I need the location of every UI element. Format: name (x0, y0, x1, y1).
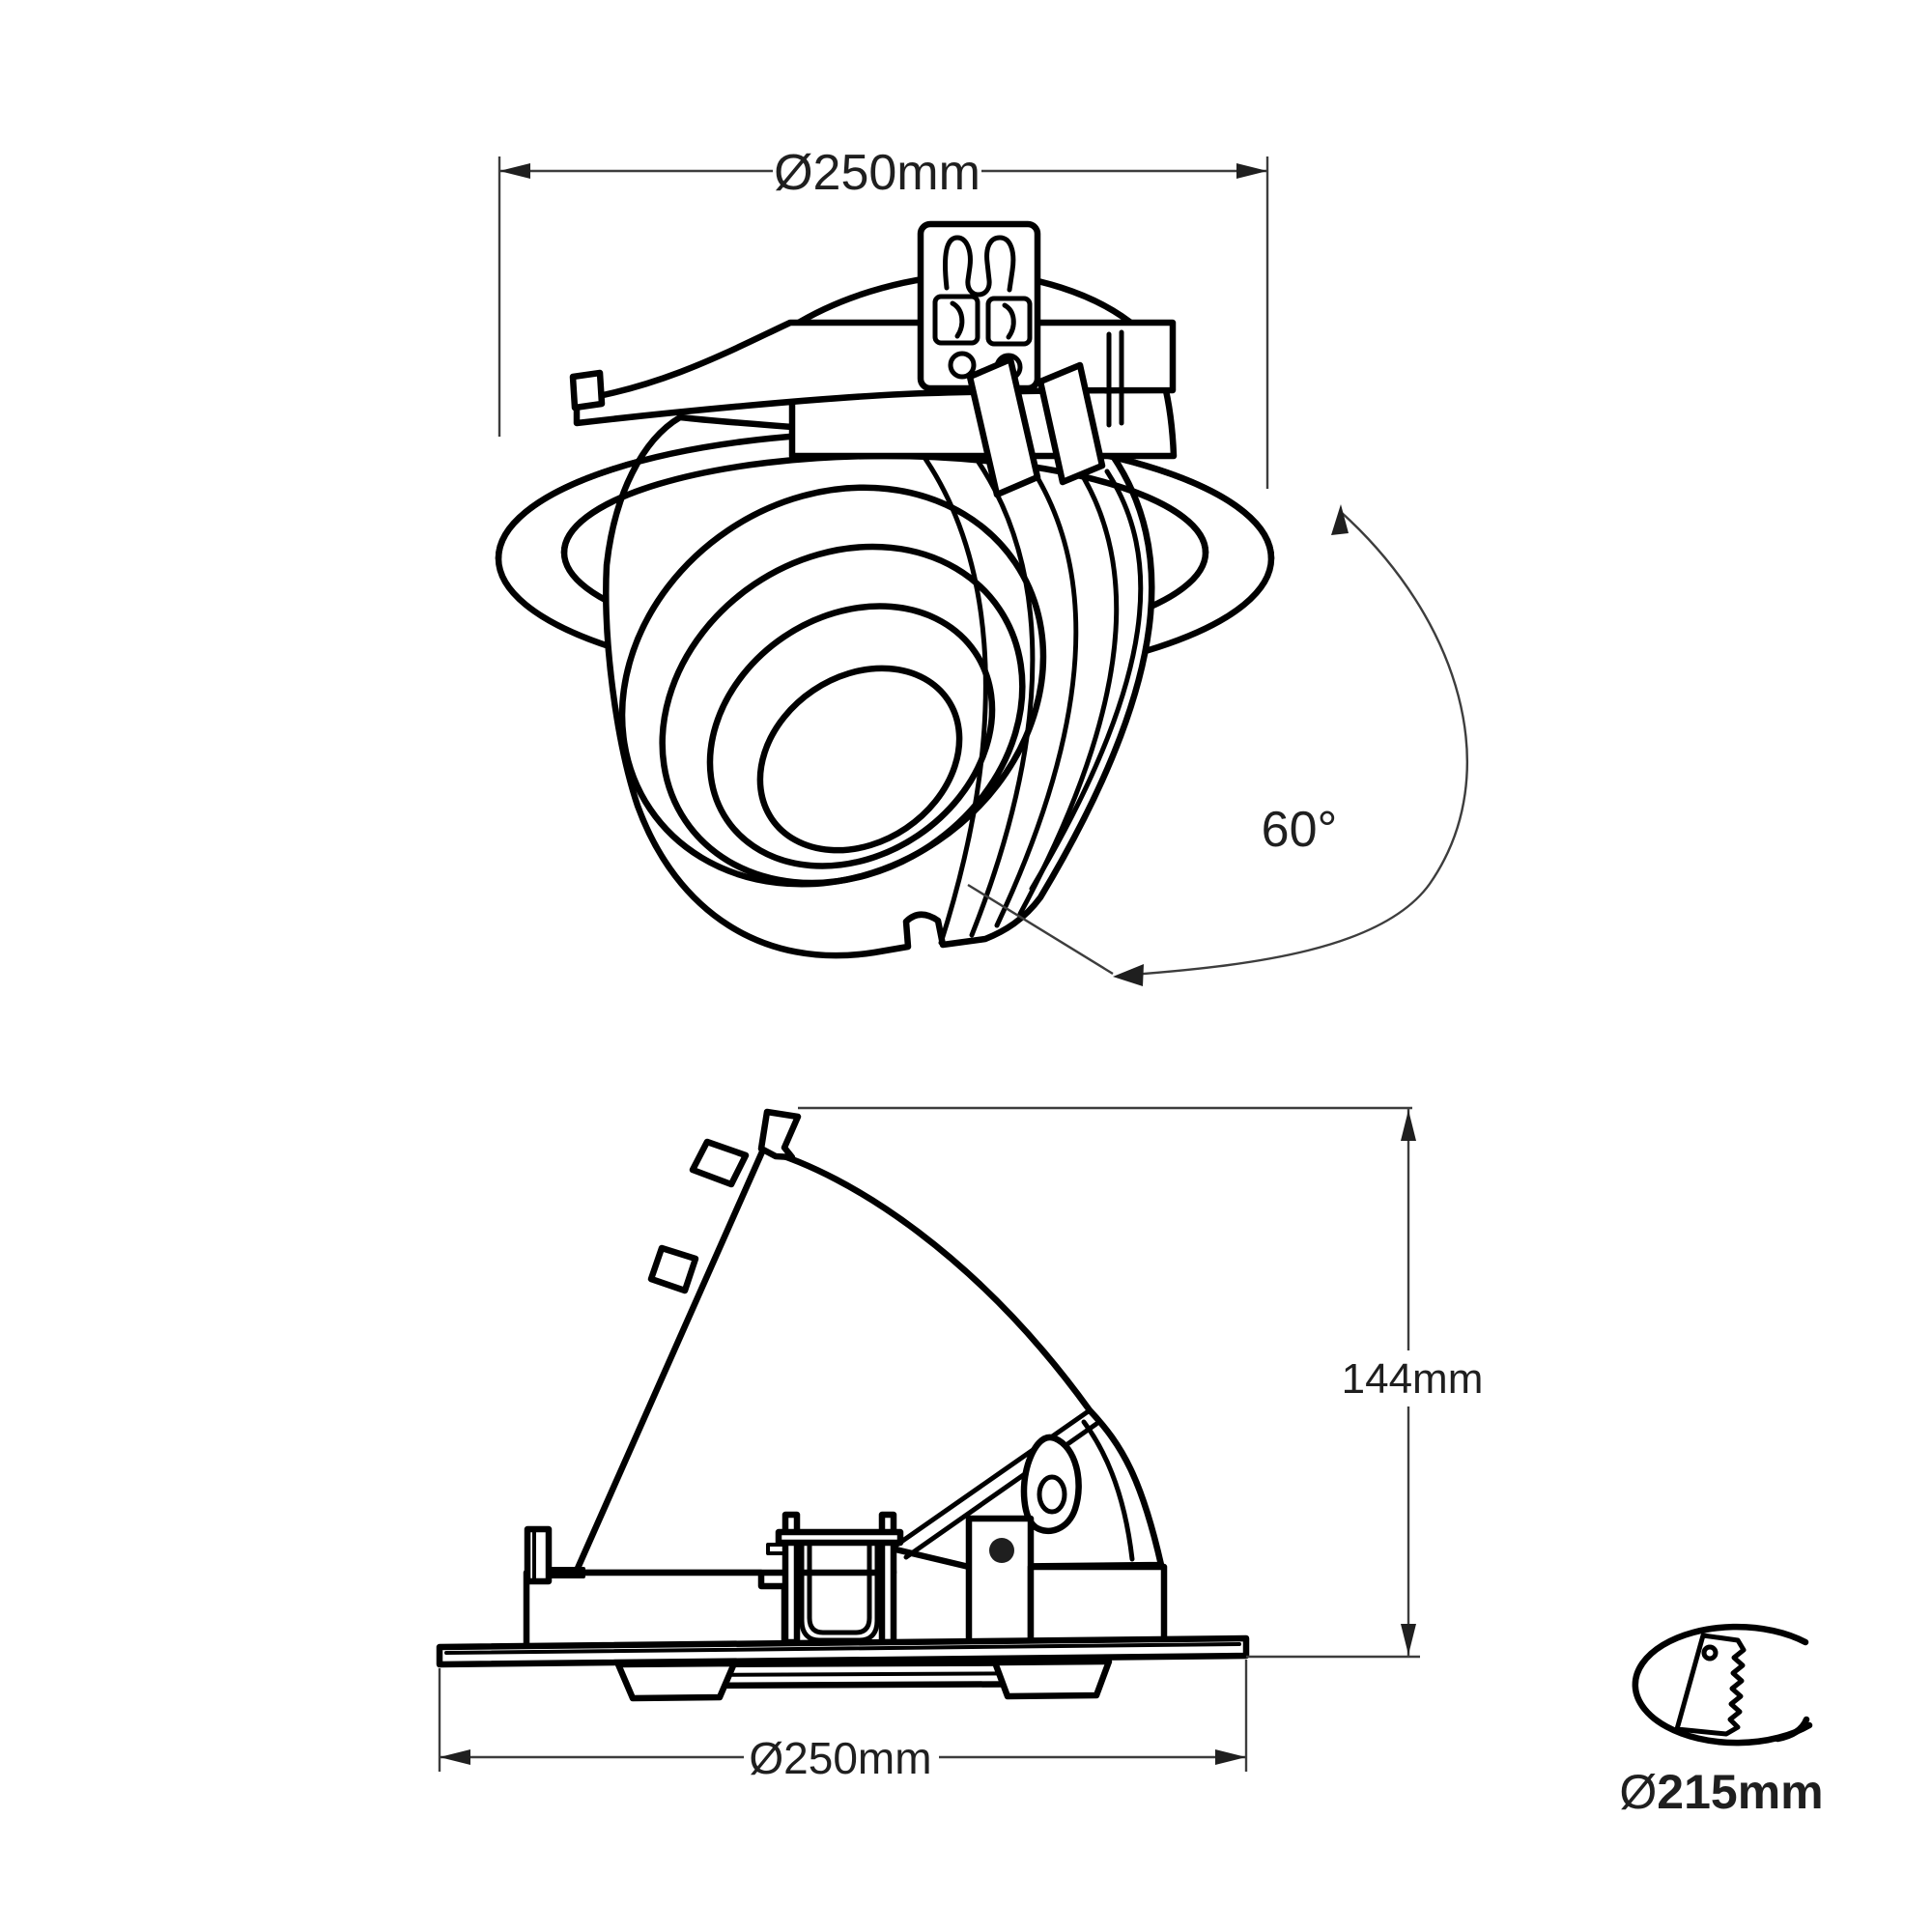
scoop-fin (994, 434, 1079, 928)
scoop-inner-rim (1081, 1419, 1135, 1562)
left-upright-tab-line (532, 1527, 585, 1583)
cutout-diameter-value: 215mm (1657, 1765, 1823, 1819)
dimension-bottom-diameter: Ø250mm (438, 1660, 1248, 1783)
dimension-top-diameter: Ø250mm (497, 145, 1269, 489)
height-label: 144mm (1342, 1355, 1484, 1403)
terminal-screw (948, 351, 977, 380)
lamp-face-rings (618, 484, 1047, 888)
cutout-diameter-label: Ø215mm (1619, 1765, 1823, 1819)
top-view-drawing: Ø250mm 60° (495, 145, 1468, 986)
pivot-bracket-right (965, 1515, 1035, 1649)
dimension-height: 144mm (798, 1106, 1484, 1659)
spring-tab (1037, 361, 1106, 486)
side-view-drawing: 144mm Ø250mm (436, 1106, 1484, 1783)
terminal-hook (950, 300, 965, 339)
scoop-fin (1017, 441, 1120, 917)
hinge-lug (1020, 1434, 1082, 1535)
trim-plate-line (444, 1642, 1241, 1655)
left-upright-tab (524, 1525, 553, 1585)
tilted-lamp-body (572, 1146, 1165, 1577)
trim-lip-foot (991, 1658, 1113, 1700)
spring-tab (966, 355, 1041, 498)
cutout-diameter-symbol: Ø (1619, 1765, 1657, 1819)
scoop-fold-line (889, 1407, 1093, 1551)
scoop-rim-line (1029, 469, 1144, 892)
lamp-apex-tab (757, 1108, 802, 1161)
terminal-block (917, 220, 1041, 392)
saw-blade (1674, 1633, 1747, 1737)
scoop-body (603, 413, 1155, 959)
tilt-angle-label: 60° (1262, 802, 1338, 858)
top-diameter-label: Ø250mm (774, 145, 980, 201)
hinge-hole (1037, 1474, 1067, 1515)
scoop-fin (901, 428, 988, 946)
pivot-screw-dot (989, 1538, 1014, 1563)
lamp-edge-tab (647, 1244, 699, 1294)
saw-cutout-icon (1632, 1623, 1813, 1747)
dimension-tilt-angle: 60° (967, 504, 1468, 986)
mounting-bar-right-tab (1106, 329, 1124, 428)
center-yoke-bracket (766, 1511, 904, 1646)
trim-lip-foot (614, 1660, 738, 1702)
saw-blade-hole (1701, 1644, 1719, 1662)
scoop-fin (953, 430, 1036, 938)
spring-clip (942, 235, 1016, 298)
lamp-edge-tab (689, 1138, 750, 1188)
cutout-indicator: Ø215mm (1619, 1623, 1824, 1819)
mounting-bar-left-tab (569, 369, 606, 412)
bottom-diameter-label: Ø250mm (749, 1733, 931, 1783)
terminal-hole (985, 296, 1033, 347)
terminal-hook (1002, 302, 1016, 340)
terminal-hole (932, 294, 980, 346)
base-box-right (1027, 1563, 1168, 1646)
